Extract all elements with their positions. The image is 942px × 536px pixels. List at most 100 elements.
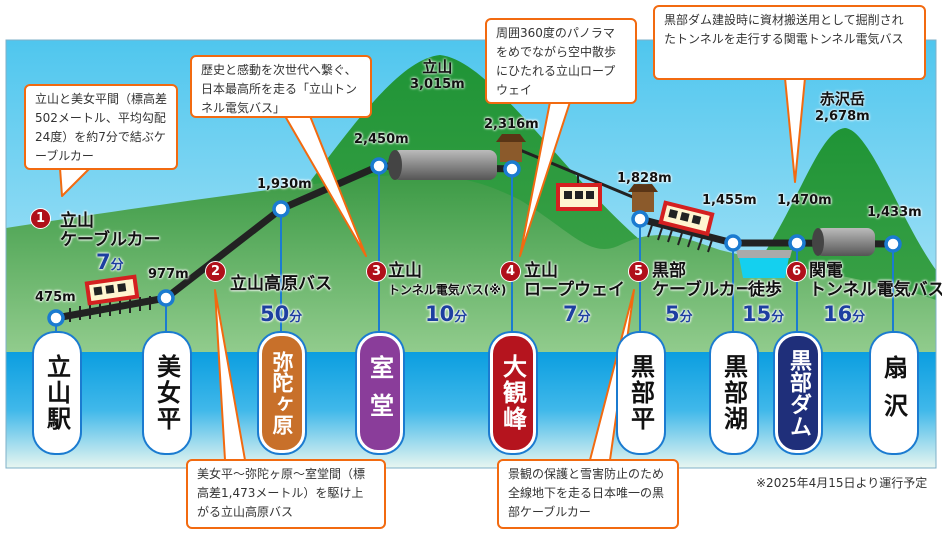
segment-time: 5分 — [665, 302, 693, 326]
elevation-label: 475m — [35, 290, 76, 305]
time-value: 10 — [425, 302, 455, 326]
segment-title-line: 立山 — [60, 211, 94, 231]
segment-number-1: 1 — [30, 208, 51, 229]
tateyama-cable-car-icon — [84, 274, 140, 306]
time-value: 7 — [96, 250, 111, 274]
elevation-label: 977m — [148, 267, 189, 282]
elevation-label: 2,316m — [484, 117, 539, 132]
segment-title-line: ロープウェイ — [524, 280, 625, 300]
station-kurobedaira[interactable]: 黒部平 — [618, 333, 664, 453]
time-unit: 分 — [110, 258, 124, 273]
elevation-label: 1,828m — [617, 171, 672, 186]
segment-number-4: 4 — [500, 261, 521, 282]
segment-time: 7分 — [563, 302, 591, 326]
station-midagahara[interactable]: 弥陀ヶ原 — [259, 333, 305, 453]
station-name: 黒部ダム — [786, 349, 811, 437]
elevation-label: 1,455m — [702, 193, 757, 208]
kurobe-dam-icon — [736, 250, 792, 278]
elevation-label: 2,450m — [354, 132, 409, 147]
station-name: 黒部平 — [626, 354, 655, 432]
elevation-label: 1,433m — [867, 205, 922, 220]
callout-tail — [284, 115, 367, 257]
segment-title-kanden-tunnel-bus: 関電トンネル電気バス — [809, 262, 942, 300]
station-kurobeko[interactable]: 黒部湖 — [711, 333, 757, 453]
station-daikanbo[interactable]: 大観峰 — [490, 333, 536, 453]
station-name: 立山駅 — [42, 354, 71, 432]
segment-title-line: 立山 — [388, 261, 422, 281]
time-unit: 分 — [454, 310, 468, 325]
station-hut-icon — [496, 134, 526, 162]
station-name: 弥陀ヶ原 — [270, 351, 294, 435]
segment-time: 16分 — [823, 302, 865, 326]
segment-time: 50分 — [260, 302, 302, 326]
segment-time: 15分 — [742, 302, 784, 326]
segment-title-kogen-bus: 立山高原バス — [230, 274, 332, 294]
time-value: 7 — [563, 302, 578, 326]
segment-title-line: ケーブルカー — [652, 280, 753, 300]
segment-title-line: トンネル電気バス(※) — [388, 283, 507, 297]
ropeway-gondola-icon — [556, 175, 602, 211]
station-bijodaira[interactable]: 美女平 — [144, 333, 190, 453]
elevation-label: 1,930m — [257, 177, 312, 192]
time-value: 15 — [742, 302, 772, 326]
peak-elevation: 2,678m — [815, 109, 870, 124]
segment-time: 7分 — [96, 250, 124, 274]
kurobe-cable-car-icon — [658, 200, 715, 237]
callout-kurobe-cable-car: 景観の保護と雪害防止のため全線地下を走る日本唯一の黒部ケーブルカー — [497, 459, 679, 529]
callout-ropeway: 周囲360度のパノラマをめでながら空中散歩にひたれる立山ロープウェイ — [485, 18, 637, 104]
tunnel-icon — [392, 150, 497, 180]
segment-number-6: 6 — [786, 261, 807, 282]
callout-kanden-tunnel-bus: 黒部ダム建設時に資材搬送用として掘削されたトンネルを走行する関電トンネル電気バス — [653, 5, 926, 80]
callout-kogen-bus: 美女平～弥陀ヶ原～室堂間（標高差1,473メートル）を駆け上がる立山高原バス — [186, 459, 386, 529]
foreground-hill — [6, 175, 936, 400]
segment-title-line: ケーブルカー — [60, 230, 161, 250]
station-tateyama[interactable]: 立山駅 — [34, 333, 80, 453]
segment-title-walk: 徒歩 — [748, 280, 782, 300]
peak-name: 赤沢岳 — [819, 90, 865, 108]
segment-number-5: 5 — [628, 261, 649, 282]
segment-title-line: 関電 — [809, 261, 843, 281]
callout-tateyama-cable-car: 立山と美女平間（標高差502メートル、平均勾配24度）を約7分で結ぶケーブルカー — [24, 84, 178, 170]
segment-title-tateyama-cable-car: 立山ケーブルカー — [60, 212, 160, 250]
station-name: 黒部湖 — [719, 354, 748, 432]
peak-elevation: 3,015m — [410, 77, 465, 92]
segment-title-kurobe-cable-car: 黒部ケーブルカー — [652, 262, 752, 300]
segment-title-tunnel-trolley-bus: 立山トンネル電気バス(※) — [388, 262, 506, 300]
time-unit: 分 — [679, 310, 693, 325]
segment-number-3: 3 — [366, 261, 387, 282]
station-nodes — [47, 157, 902, 327]
segment-title-ropeway: 立山ロープウェイ — [524, 262, 625, 300]
ropeway-cable — [507, 143, 641, 202]
segment-title-line: 立山 — [524, 261, 558, 281]
station-murodo[interactable]: 室堂 — [357, 333, 403, 453]
elevation-label: 1,470m — [777, 193, 832, 208]
time-value: 50 — [260, 302, 290, 326]
time-value: 5 — [665, 302, 680, 326]
time-unit: 分 — [577, 310, 591, 325]
callout-tunnel-trolley-bus: 歴史と感動を次世代へ繋ぐ、日本最高所を走る「立山トンネル電気バス」 — [190, 55, 372, 118]
station-hut-icon — [628, 184, 658, 212]
station-name: 室堂 — [365, 355, 394, 431]
station-kurobe-dam[interactable]: 黒部ダム — [775, 333, 821, 453]
segment-title-line: トンネル電気バス — [809, 280, 942, 300]
station-name: 大観峰 — [498, 354, 527, 432]
footnote: ※2025年4月15日より運行予定 — [756, 476, 928, 490]
time-unit: 分 — [289, 310, 303, 325]
callout-tail — [214, 289, 246, 461]
time-value: 16 — [823, 302, 853, 326]
station-name: 扇沢 — [879, 355, 908, 431]
tunnel-icon — [815, 228, 875, 256]
segment-number-2: 2 — [205, 261, 226, 282]
station-name: 美女平 — [152, 354, 181, 432]
peak-name: 立山 — [422, 58, 453, 76]
segment-title-line: 黒部 — [652, 261, 686, 281]
segment-time: 10分 — [425, 302, 467, 326]
time-unit: 分 — [771, 310, 785, 325]
time-unit: 分 — [852, 310, 866, 325]
station-ogizawa[interactable]: 扇沢 — [871, 333, 917, 453]
callout-tail — [519, 101, 571, 257]
callout-tail — [784, 77, 806, 183]
callout-tail — [59, 167, 91, 197]
